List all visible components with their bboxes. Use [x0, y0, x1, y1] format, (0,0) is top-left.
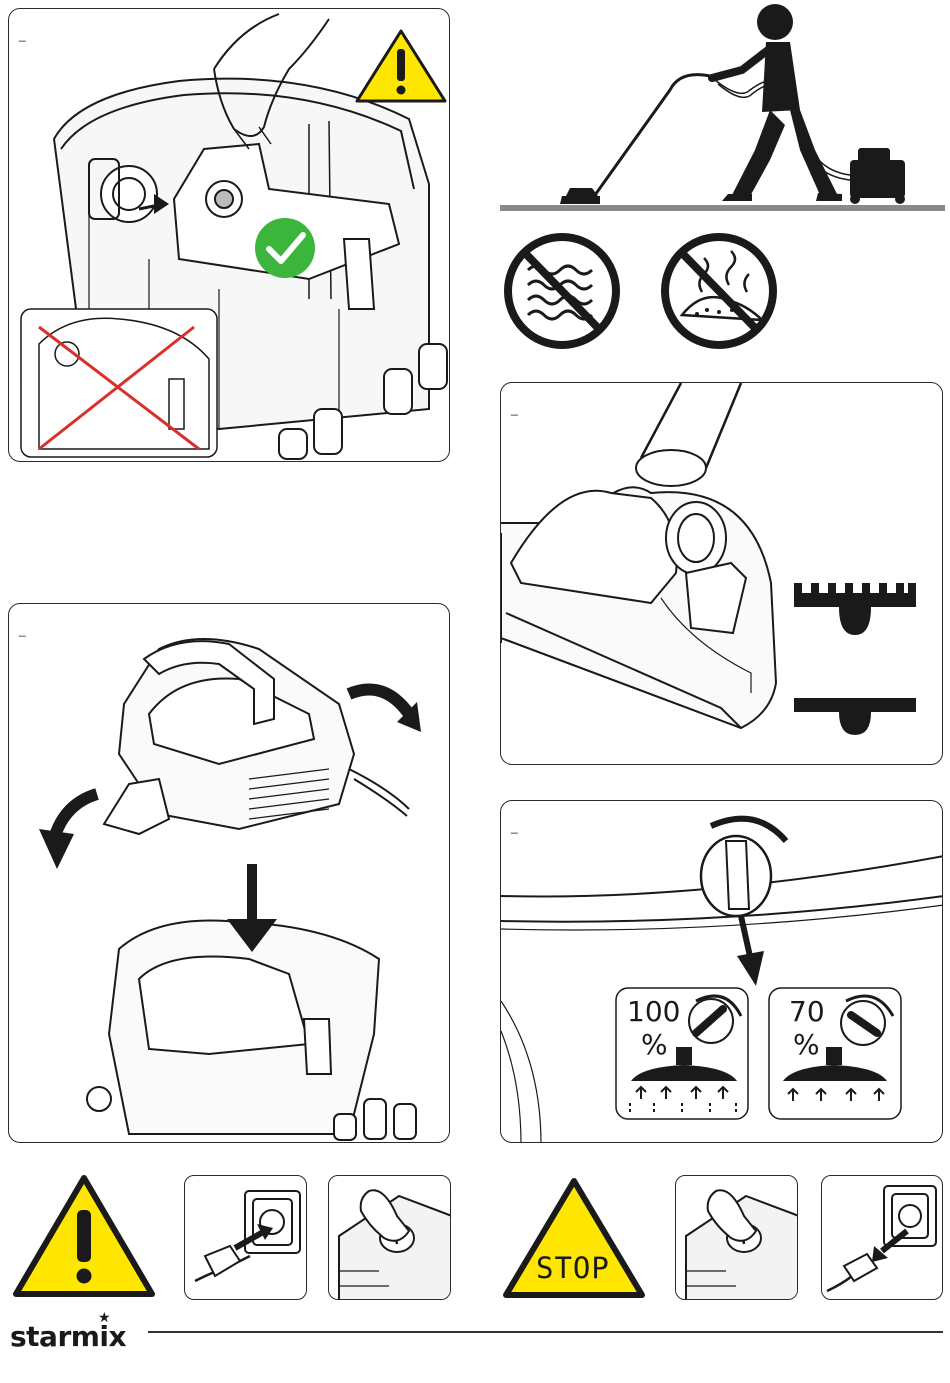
check-icon: [255, 218, 315, 278]
stop-icon: STOP: [500, 1175, 648, 1300]
plug-remove-icon: [822, 1176, 943, 1300]
power-switch-icon: [329, 1176, 451, 1300]
plug-insert-icon: [185, 1176, 307, 1300]
warning-icon: [357, 31, 445, 101]
panel-label: _: [19, 624, 26, 636]
stop-text: STOP: [536, 1251, 610, 1285]
warning-icon: [10, 1170, 158, 1300]
suction-low-unit: %: [793, 1031, 820, 1059]
power-switch-thumb: [328, 1175, 451, 1300]
panel-motor-head: _: [8, 603, 450, 1143]
brush-down-icon: [794, 583, 916, 635]
plug-insert-thumb: [184, 1175, 307, 1300]
panel-label: _: [511, 821, 518, 833]
suction-high-unit: %: [641, 1031, 668, 1059]
suction-high-value: 100: [627, 998, 680, 1026]
dust-bag-illustration: [9, 9, 450, 462]
plug-remove-thumb: [821, 1175, 943, 1300]
vacuuming-person-illustration: [500, 0, 945, 215]
suction-low-value: 70: [789, 998, 825, 1026]
wrong-way-inset: [21, 309, 217, 457]
brush-up-icon: [794, 698, 916, 735]
no-hot-ash-icon: [657, 230, 783, 352]
power-switch-icon: [676, 1176, 798, 1300]
panel-floor-nozzle: _: [500, 382, 943, 765]
suction-regulator-illustration: [501, 801, 943, 1143]
motor-head-illustration: [9, 604, 450, 1143]
power-switch-thumb-2: [675, 1175, 798, 1300]
floor-nozzle-illustration: [501, 383, 943, 765]
panel-dust-bag: _: [8, 8, 450, 462]
panel-label: _: [19, 29, 26, 41]
footer-rule: [148, 1331, 943, 1333]
panel-suction-regulator: _ 100 % 70 %: [500, 800, 943, 1143]
no-water-icon: [500, 230, 626, 352]
panel-label: _: [511, 403, 518, 415]
brand-star-icon: ★: [98, 1309, 111, 1326]
